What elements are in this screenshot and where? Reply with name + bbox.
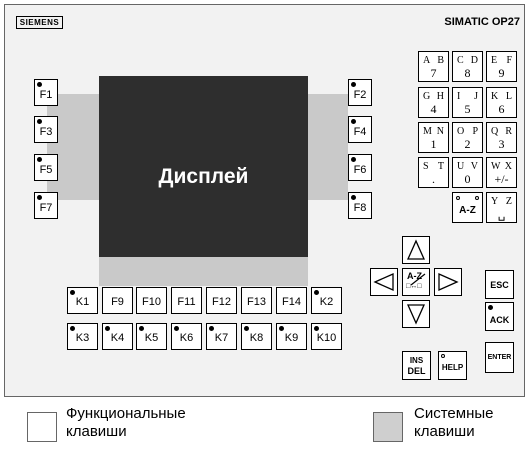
cursor-up-key[interactable]: [402, 236, 430, 264]
f6-key[interactable]: F6: [348, 154, 372, 181]
bottom-key-band: [99, 257, 308, 286]
led-icon: [105, 326, 110, 331]
f4-key[interactable]: F4: [348, 116, 372, 143]
k2-key[interactable]: K2: [311, 287, 342, 314]
cursor-center-key[interactable]: A-Z □↔□: [402, 268, 430, 296]
k1-key[interactable]: K1: [67, 287, 98, 314]
led-icon: [351, 119, 356, 124]
led-icon: [244, 326, 249, 331]
led-icon: [279, 326, 284, 331]
esc-key[interactable]: ESC: [485, 270, 514, 299]
display-label: Дисплей: [158, 165, 249, 188]
legend-system-swatch: [373, 412, 403, 442]
f14-key[interactable]: F14: [276, 287, 307, 314]
model-label: SIMATIC OP27: [444, 16, 520, 28]
legend-function-text: Функциональные клавиши: [66, 405, 186, 440]
k10-key[interactable]: K10: [311, 323, 342, 350]
right-key-band: [308, 94, 348, 200]
legend-function-swatch: [27, 412, 57, 442]
k4-key[interactable]: K4: [102, 323, 133, 350]
led-icon: [475, 196, 479, 200]
f11-key[interactable]: F11: [171, 287, 202, 314]
led-icon: [70, 290, 75, 295]
cursor-right-key[interactable]: [434, 268, 462, 296]
led-icon: [441, 354, 445, 358]
f12-key[interactable]: F12: [206, 287, 237, 314]
led-icon: [37, 119, 42, 124]
k5-key[interactable]: K5: [136, 323, 167, 350]
f3-key[interactable]: F3: [34, 116, 58, 143]
brand-logo: SIEMENS: [16, 16, 63, 29]
k8-key[interactable]: K8: [241, 323, 272, 350]
f10-key[interactable]: F10: [136, 287, 167, 314]
display-screen: [99, 76, 308, 257]
led-icon: [70, 326, 75, 331]
led-icon: [37, 157, 42, 162]
f2-key[interactable]: F2: [348, 79, 372, 106]
triangle-up-icon: [406, 239, 426, 260]
k3-key[interactable]: K3: [67, 323, 98, 350]
f7-key[interactable]: F7: [34, 192, 58, 219]
cursor-down-key[interactable]: [402, 300, 430, 328]
led-icon: [37, 82, 42, 87]
f9-key[interactable]: F9: [102, 287, 133, 314]
ack-key[interactable]: ACK: [485, 302, 514, 331]
led-icon: [351, 157, 356, 162]
f1-key[interactable]: F1: [34, 79, 58, 106]
f8-key[interactable]: F8: [348, 192, 372, 219]
triangle-down-icon: [406, 304, 426, 325]
led-icon: [488, 305, 493, 310]
led-icon: [174, 326, 179, 331]
az-key[interactable]: A-Z: [452, 192, 483, 223]
led-icon: [37, 195, 42, 200]
led-icon: [209, 326, 214, 331]
led-icon: [351, 195, 356, 200]
help-key[interactable]: HELP: [438, 351, 467, 380]
triangle-right-icon: [438, 272, 459, 292]
led-icon: [139, 326, 144, 331]
left-key-band: [47, 94, 99, 200]
f5-key[interactable]: F5: [34, 154, 58, 181]
cursor-left-key[interactable]: [370, 268, 398, 296]
legend-system-text: Системные клавиши: [414, 405, 494, 440]
triangle-left-icon: [373, 272, 394, 292]
k7-key[interactable]: K7: [206, 323, 237, 350]
led-icon: [314, 290, 319, 295]
k6-key[interactable]: K6: [171, 323, 202, 350]
enter-key[interactable]: ENTER: [485, 342, 514, 373]
k9-key[interactable]: K9: [276, 323, 307, 350]
led-icon: [351, 82, 356, 87]
led-icon: [314, 326, 319, 331]
f13-key[interactable]: F13: [241, 287, 272, 314]
slash-icon: [410, 273, 426, 286]
led-icon: [456, 196, 460, 200]
